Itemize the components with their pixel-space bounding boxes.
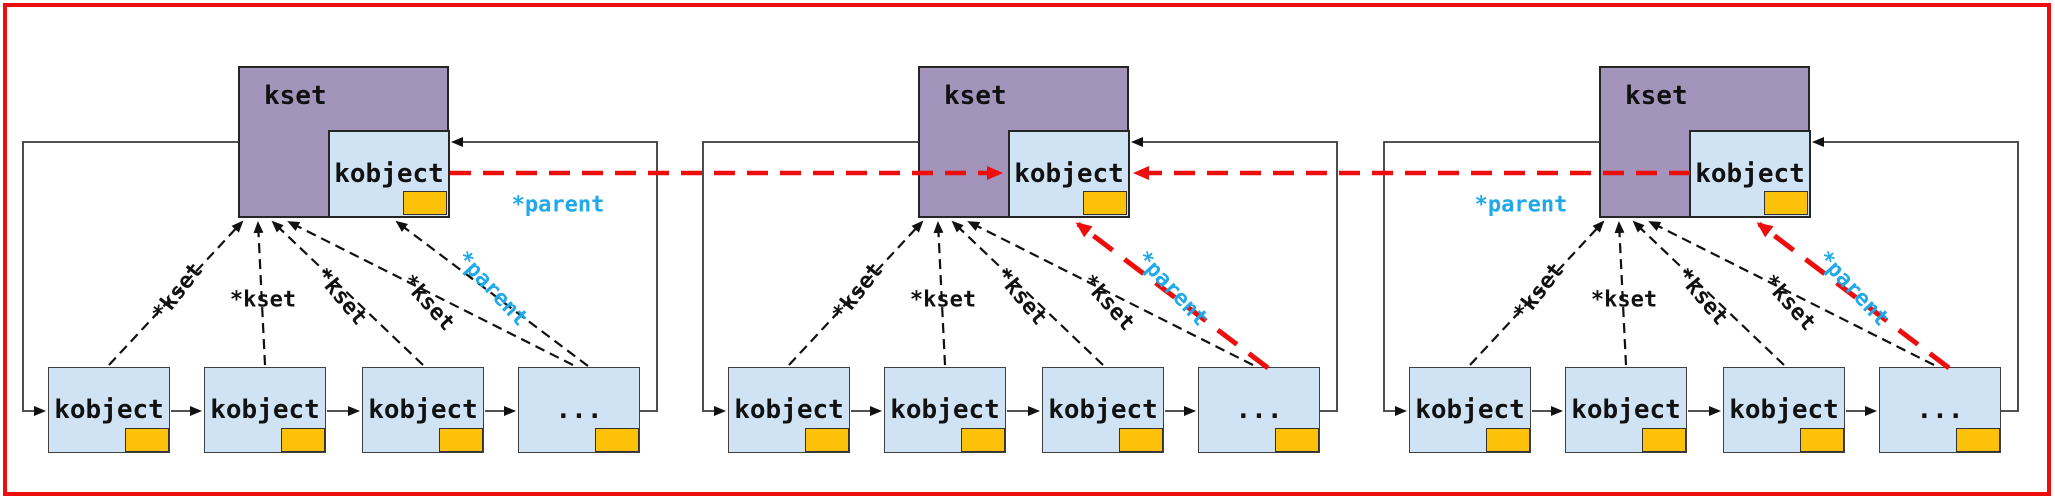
embedded-kobject-box: kobject: [1689, 130, 1811, 218]
kset-group-2: kset kobject kobject kobject kobject ...…: [680, 0, 1360, 499]
kset-pointer-label: *kset: [990, 263, 1052, 331]
member-kobject-box: kobject: [204, 367, 326, 453]
member-ellipsis-box: ...: [518, 367, 640, 453]
member-kobject-box: kobject: [1565, 367, 1687, 453]
member-ellipsis-box: ...: [1879, 367, 2001, 453]
kset-pointer-label: *kset: [909, 287, 977, 313]
kobject-label: kobject: [368, 395, 478, 425]
orange-square: [1642, 428, 1686, 452]
kset-label: kset: [1625, 81, 1688, 111]
orange-square: [403, 191, 447, 215]
ellipsis-label: ...: [1235, 395, 1283, 425]
kset-pointer-label: *kset: [1508, 258, 1570, 326]
orange-square: [805, 428, 849, 452]
member-kobject-box: kobject: [362, 367, 484, 453]
embedded-kobject-box: kobject: [1008, 130, 1130, 218]
orange-square: [439, 428, 483, 452]
orange-square: [1119, 428, 1163, 452]
kset-pointer-label: *kset: [1076, 270, 1140, 336]
kset-pointer-label: *kset: [1590, 287, 1658, 313]
kobject-label: kobject: [1014, 159, 1124, 189]
orange-square: [125, 428, 169, 452]
orange-square: [1083, 191, 1127, 215]
kobject-label: kobject: [1048, 395, 1158, 425]
cross-parent-label: *parent: [511, 192, 605, 218]
kset-label: kset: [264, 81, 327, 111]
kset-label: kset: [944, 81, 1007, 111]
member-kobject-box: kobject: [1042, 367, 1164, 453]
kset-group-1: kset kobject kobject kobject kobject ...…: [0, 0, 680, 499]
kobject-label: kobject: [734, 395, 844, 425]
orange-square: [281, 428, 325, 452]
orange-square: [961, 428, 1005, 452]
orange-square: [1764, 191, 1808, 215]
kobject-label: kobject: [1695, 159, 1805, 189]
kset-pointer-label: *kset: [1757, 270, 1821, 336]
kset-pointer-label: *kset: [310, 263, 372, 331]
member-ellipsis-box: ...: [1198, 367, 1320, 453]
orange-square: [1800, 428, 1844, 452]
embedded-kobject-box: kobject: [328, 130, 450, 218]
kobject-label: kobject: [210, 395, 320, 425]
orange-square: [595, 428, 639, 452]
kset-pointer-label: *kset: [147, 258, 209, 326]
kset-pointer-label: *kset: [396, 270, 460, 336]
parent-pointer-label: *parent: [1131, 246, 1213, 332]
kset-pointer-label: *kset: [1671, 263, 1733, 331]
member-kobject-box: kobject: [1409, 367, 1531, 453]
member-kobject-box: kobject: [1723, 367, 1845, 453]
orange-square: [1486, 428, 1530, 452]
kobject-label: kobject: [890, 395, 1000, 425]
kobject-label: kobject: [54, 395, 164, 425]
member-kobject-box: kobject: [728, 367, 850, 453]
kobject-label: kobject: [334, 159, 444, 189]
orange-square: [1956, 428, 2000, 452]
ellipsis-label: ...: [555, 395, 603, 425]
cross-parent-label: *parent: [1474, 192, 1568, 218]
kset-group-3: kset kobject kobject kobject kobject ...…: [1361, 0, 2041, 499]
member-kobject-box: kobject: [48, 367, 170, 453]
ellipsis-label: ...: [1916, 395, 1964, 425]
kset-pointer-label: *kset: [229, 287, 297, 313]
kset-pointer-label: *kset: [827, 258, 889, 326]
parent-pointer-label: *parent: [1812, 246, 1894, 332]
kobject-label: kobject: [1415, 395, 1525, 425]
orange-square: [1275, 428, 1319, 452]
parent-pointer-label: *parent: [451, 246, 533, 332]
member-kobject-box: kobject: [884, 367, 1006, 453]
kobject-label: kobject: [1571, 395, 1681, 425]
kobject-label: kobject: [1729, 395, 1839, 425]
